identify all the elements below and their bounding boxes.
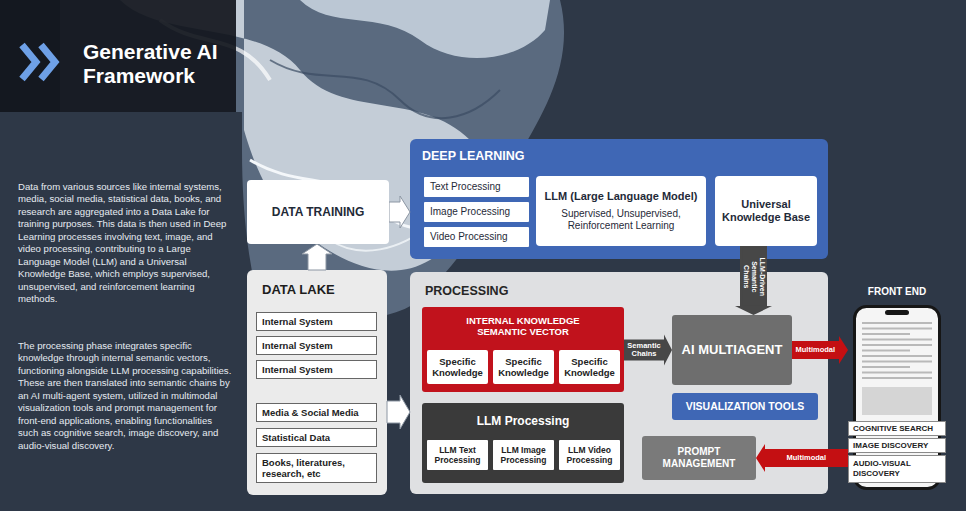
chevron-icon [41,45,55,79]
panel-heading: FRONT END [848,286,946,298]
llm-task-box: LLM Image Processing [493,440,554,470]
box-text: COGNITIVE SEARCH [853,424,941,434]
feature-box: IMAGE DISCOVERY [848,438,946,453]
agent-box: AI MULTIAGENT [672,315,792,385]
panel-heading: INTERNAL KNOWLEDGE SEMANTIC VECTOR [448,315,598,338]
box-text: AI MULTIAGENT [678,342,786,358]
marble-shape [300,0,550,58]
screen-text-line [862,339,932,341]
box-text: LLM Video Processing [561,445,618,465]
chevron-icon [22,45,36,79]
screen-text-line [862,355,932,357]
box-text: Specific Knowledge [561,356,618,379]
knowledge-box: Universal Knowledge Base [715,176,817,246]
source-box: Statistical Data [256,428,377,447]
group-panel: LLM ProcessingLLM Text Processing LLM Ima… [422,403,624,483]
box-text: Video Processing [430,231,523,243]
marble-vein [270,60,500,118]
box-text: AUDIO-VISUAL DISCOVERY [853,459,941,478]
screen-text-line [862,333,910,335]
screen-text-line [862,350,910,352]
source-box: Internal System [256,360,377,379]
source-box: Books, literatures, research, etc [256,453,377,483]
screen-image [862,387,932,415]
edge-label: Multimodal [786,454,828,462]
box-text: Text Processing [430,181,523,193]
box-text: Internal System [262,316,371,327]
box-text: Internal System [262,340,371,351]
screen-text-line [862,366,910,368]
panel-heading: DEEP LEARNING [422,149,822,164]
screen-text-line [862,344,932,346]
llm-task-box: LLM Video Processing [559,440,620,470]
edge-label: Semantic Chains [625,342,663,359]
box-text: DATA TRAINING [253,205,383,219]
box-text: Image Processing [430,206,523,218]
box-text: LLM Image Processing [495,445,552,465]
group-panel: INTERNAL KNOWLEDGE SEMANTIC VECTOR Specif… [422,307,624,392]
prompt-box: PROMPT MANAGEMENT [642,436,756,480]
screen-text-line [862,322,932,324]
screen-text-line [862,377,932,379]
box-text: VISUALIZATION TOOLS [676,400,814,413]
knowledge-item: Specific Knowledge [427,350,488,384]
description-text: The processing phase integrates specific… [18,340,232,452]
screen-text-line [862,372,932,374]
task-box: Video Processing [424,227,529,247]
phone-notch [885,310,909,315]
front-end-device: FRONT END COGNITIVE SEARCH IMAGE DISCOVERY… [848,285,946,490]
box-text: PROMPT MANAGEMENT [648,446,750,470]
panel-heading: DATA LAKE [262,282,381,298]
source-box: Internal System [256,336,377,355]
llm-task-box: LLM Text Processing [427,440,488,470]
block-arrow [387,395,410,429]
box-text: LLM Text Processing [429,445,486,465]
screen-text-line [862,361,932,363]
feature-box: AUDIO-VISUAL DISCOVERY [848,455,946,483]
block-arrow [302,244,332,270]
box-text: LLM (Large Language Model) [541,190,701,203]
edge-label: Multimodal [795,346,837,354]
layer-panel: DATA LAKEInternal SystemInternal SystemI… [247,270,387,495]
task-box: Image Processing [424,202,529,222]
box-text: Specific Knowledge [495,356,552,379]
model-box: LLM (Large Language Model) Supervised, Un… [536,176,706,246]
source-box: Internal System [256,312,377,331]
tool-box: VISUALIZATION TOOLS [672,393,818,420]
screen-text-line [862,328,932,330]
box-text: Media & Social Media [262,407,371,418]
knowledge-item: Specific Knowledge [493,350,554,384]
source-box: Media & Social Media [256,403,377,422]
task-box: Text Processing [424,177,529,197]
edge-label: LLM-Driven Semantic Chains [742,247,765,305]
box-text: Universal Knowledge Base [720,198,812,224]
title-band [0,0,236,112]
box-text: Books, literatures, research, etc [262,457,371,480]
box-text: Specific Knowledge [429,356,486,379]
feature-box: COGNITIVE SEARCH [848,421,946,436]
knowledge-item: Specific Knowledge [559,350,620,384]
layer-panel: DEEP LEARNING Text ProcessingImage Proces… [410,139,828,259]
panel-heading: LLM Processing [433,414,613,428]
box-text: Internal System [262,364,371,375]
block-arrow [389,196,410,228]
slide-title: Generative AI Framework [83,40,233,88]
box-text: IMAGE DISCOVERY [853,441,941,451]
box-text: Statistical Data [262,432,371,443]
process-box: DATA TRAINING [247,180,389,244]
box-text: Supervised, Unsupervised, Reinforcement … [541,208,701,232]
description-text: Data from various sources like internal … [18,181,232,306]
